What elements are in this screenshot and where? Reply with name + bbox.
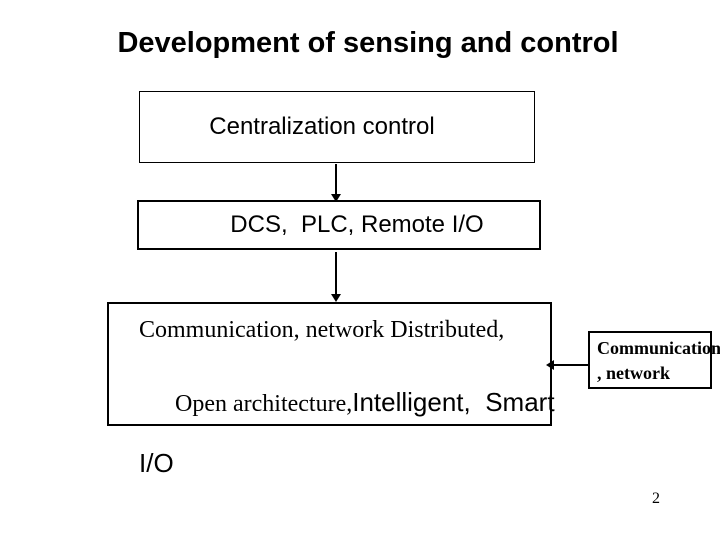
- page-number: 2: [652, 490, 660, 507]
- flow-box-distributed: Communication, network Distributed, Open…: [107, 302, 555, 477]
- flow-box-distributed-line2-serif: Open architecture,: [175, 391, 353, 417]
- flow-box-centralization-label: Centralization control: [209, 113, 435, 140]
- flow-box-side-line1: Communication: [597, 338, 720, 358]
- flow-box-distributed-line3: I/O: [139, 448, 174, 478]
- flow-box-distributed-line1: Communication, network Distributed,: [139, 317, 505, 343]
- slide-title: Development of sensing and control: [117, 27, 619, 59]
- flow-box-side-line2: , network: [597, 363, 670, 383]
- arrow-shaft: [553, 364, 588, 366]
- arrow-head: [546, 360, 554, 370]
- flow-box-dcs-label: DCS, PLC, Remote I/O: [230, 211, 484, 238]
- flow-box-side-communication: Communication , network: [588, 331, 720, 389]
- flow-box-centralization: Centralization control: [139, 91, 535, 163]
- flow-box-distributed-line2: Open architecture,Intelligent, Smart: [139, 357, 555, 449]
- arrow-head: [331, 194, 341, 202]
- flow-box-dcs: DCS, PLC, Remote I/O: [137, 200, 541, 250]
- arrow-shaft: [335, 252, 337, 295]
- flow-box-distributed-line2-sans: Intelligent, Smart: [352, 387, 555, 417]
- arrow-shaft: [335, 164, 337, 195]
- arrow-head: [331, 294, 341, 302]
